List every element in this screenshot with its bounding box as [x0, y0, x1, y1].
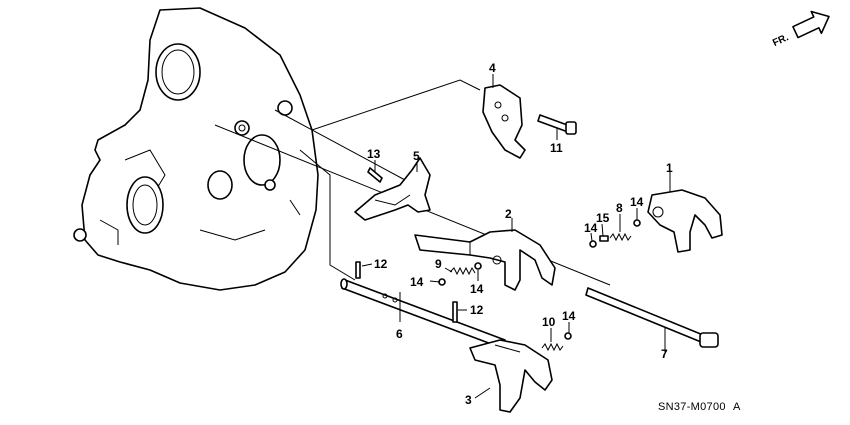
- drawing-code: SN37-M0700: [658, 401, 726, 413]
- plunger-15: [599, 235, 609, 242]
- front-label: FR.: [771, 32, 790, 49]
- bolt-11: [537, 114, 577, 135]
- callout-14-b: 14: [470, 282, 484, 296]
- callout-2: 2: [505, 207, 512, 221]
- callout-leaders: [361, 74, 671, 399]
- callout-7: 7: [661, 347, 668, 361]
- callout-12-b: 12: [470, 303, 484, 317]
- callout-10: 10: [542, 315, 556, 329]
- callout-11: 11: [550, 141, 563, 155]
- callout-4: 4: [489, 61, 496, 75]
- callout-14-a: 14: [410, 275, 424, 289]
- callout-14-c: 14: [584, 221, 598, 235]
- callout-labels: 1 2 3 4 5 6 7 8 9 10 11 12 12 13 14 14 1…: [367, 61, 673, 407]
- shift-piece-5: [354, 157, 431, 221]
- shift-fork-1: [647, 189, 723, 253]
- transmission-housing: [73, 7, 319, 291]
- ball-14-c: [589, 240, 597, 248]
- callout-14-e: 14: [562, 309, 576, 323]
- spring-9: [449, 266, 476, 276]
- callout-8: 8: [616, 201, 623, 215]
- shift-shaft-7: [585, 287, 719, 348]
- pin-13: [367, 167, 383, 183]
- callout-12-a: 12: [374, 257, 388, 271]
- shift-fork-3: [469, 339, 553, 413]
- callout-1: 1: [666, 161, 673, 175]
- ball-14-e: [564, 332, 572, 340]
- callout-14-d: 14: [630, 195, 644, 209]
- ball-14-b: [474, 262, 482, 270]
- drawing-code-suffix: A: [733, 401, 741, 413]
- callout-6: 6: [396, 327, 403, 341]
- callout-13: 13: [367, 147, 381, 161]
- front-direction-indicator: FR.: [771, 10, 830, 49]
- bracket-4: [482, 84, 526, 159]
- front-arrow-icon: [792, 10, 830, 39]
- callout-3: 3: [465, 393, 472, 407]
- callout-9: 9: [435, 257, 442, 271]
- spring-8: [609, 232, 632, 242]
- callout-5: 5: [413, 149, 420, 163]
- shift-fork-2: [414, 229, 556, 291]
- callout-15: 15: [596, 211, 610, 225]
- roll-pin-12-a: [355, 261, 361, 279]
- ball-14-d: [633, 219, 641, 227]
- spring-10: [541, 342, 564, 352]
- roll-pin-12-b: [452, 301, 458, 323]
